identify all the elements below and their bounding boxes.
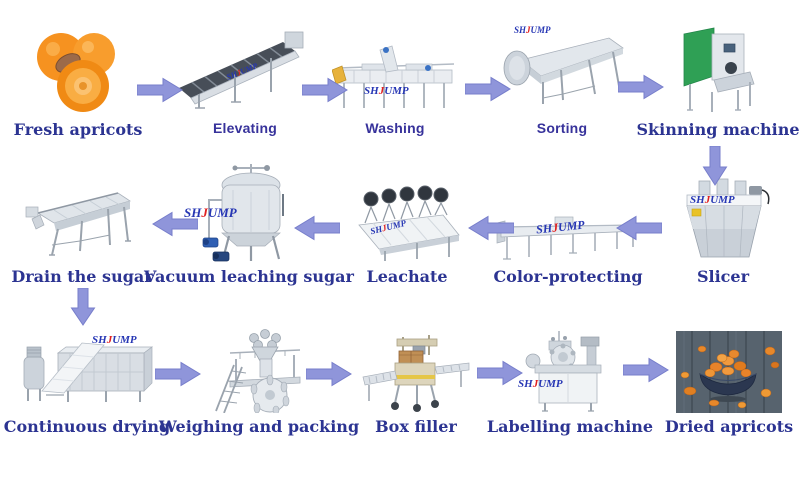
step-labelling-machine: SHJUMP Labelling machine [487, 325, 653, 436]
step-label: Slicer [696, 267, 750, 286]
step-label: Sorting [536, 120, 588, 136]
arrow-right-icon [476, 360, 523, 386]
step-fresh-apricots: Fresh apricots [14, 24, 142, 139]
arrow-right-icon [301, 77, 348, 103]
step-label: Dried apricots [664, 417, 794, 436]
arrow-right-icon [617, 74, 664, 100]
step-sorting: SHJUMP Sorting [494, 24, 630, 136]
drain-the-sugar-machine-art [25, 192, 131, 256]
arrow-right-icon [136, 77, 183, 103]
step-label: Vacuum leaching sugar [144, 267, 354, 286]
step-washing: SHJUMP Washing [330, 24, 460, 136]
step-slicer: SHJUMP Slicer [664, 177, 782, 286]
step-label: Skinning machine [636, 120, 800, 139]
step-weighing-packing: Weighing and packing [159, 325, 359, 436]
arrow-down-icon [70, 287, 96, 326]
step-label: Fresh apricots [13, 120, 143, 139]
step-label: Labelling machine [486, 417, 654, 436]
step-box-filler: Box filler [356, 327, 476, 436]
continuous-drying-machine-art [23, 342, 154, 402]
labelling-machine-art [525, 331, 602, 412]
arrow-right-icon [622, 357, 669, 383]
step-dried-apricots: Dried apricots [664, 331, 794, 436]
step-elevating: SHJUMP Elevating [170, 24, 320, 136]
skinning-machine-art [683, 27, 755, 112]
step-label: Drain the sugar [11, 267, 153, 286]
weighing-packing-machine-art [215, 329, 301, 413]
arrow-right-icon [154, 361, 201, 387]
step-label: Box filler [375, 417, 457, 436]
step-label: Continuous drying [3, 417, 171, 436]
box-filler-machine-art [362, 335, 470, 412]
step-continuous-drying: SHJUMP Continuous drying [4, 331, 170, 437]
elevating-machine-art [179, 31, 304, 109]
step-label: Washing [365, 120, 425, 136]
step-label: Weighing and packing [158, 417, 360, 436]
dried-apricots-photo [676, 331, 782, 413]
step-color-protecting: SHJUMP Color-protecting [492, 177, 644, 286]
washing-machine-art [331, 45, 454, 108]
step-label: Leachate [366, 267, 448, 286]
slicer-machine-art [686, 178, 770, 258]
leachate-machine-art [358, 185, 460, 261]
sorting-machine-art [503, 37, 624, 104]
arrow-left-icon [468, 215, 515, 241]
arrow-left-icon [294, 215, 341, 241]
color-protecting-machine-art [496, 216, 638, 260]
arrow-right-icon [305, 361, 352, 387]
step-vacuum-leaching: SHJUMP Vacuum leaching sugar [144, 160, 354, 286]
step-drain-the-sugar: Drain the sugar [11, 179, 153, 286]
step-label: Color-protecting [493, 267, 643, 286]
arrow-down-icon [702, 145, 728, 186]
step-label: Elevating [212, 120, 278, 136]
step-skinning: Skinning machine [637, 24, 800, 139]
vacuum-leaching-tank-art [202, 164, 284, 262]
arrow-left-icon [152, 211, 199, 237]
step-leachate: SHJUMP Leachate [346, 177, 468, 286]
fresh-apricots-photo [37, 33, 115, 112]
arrow-right-icon [464, 76, 511, 102]
arrow-left-icon [616, 215, 663, 241]
